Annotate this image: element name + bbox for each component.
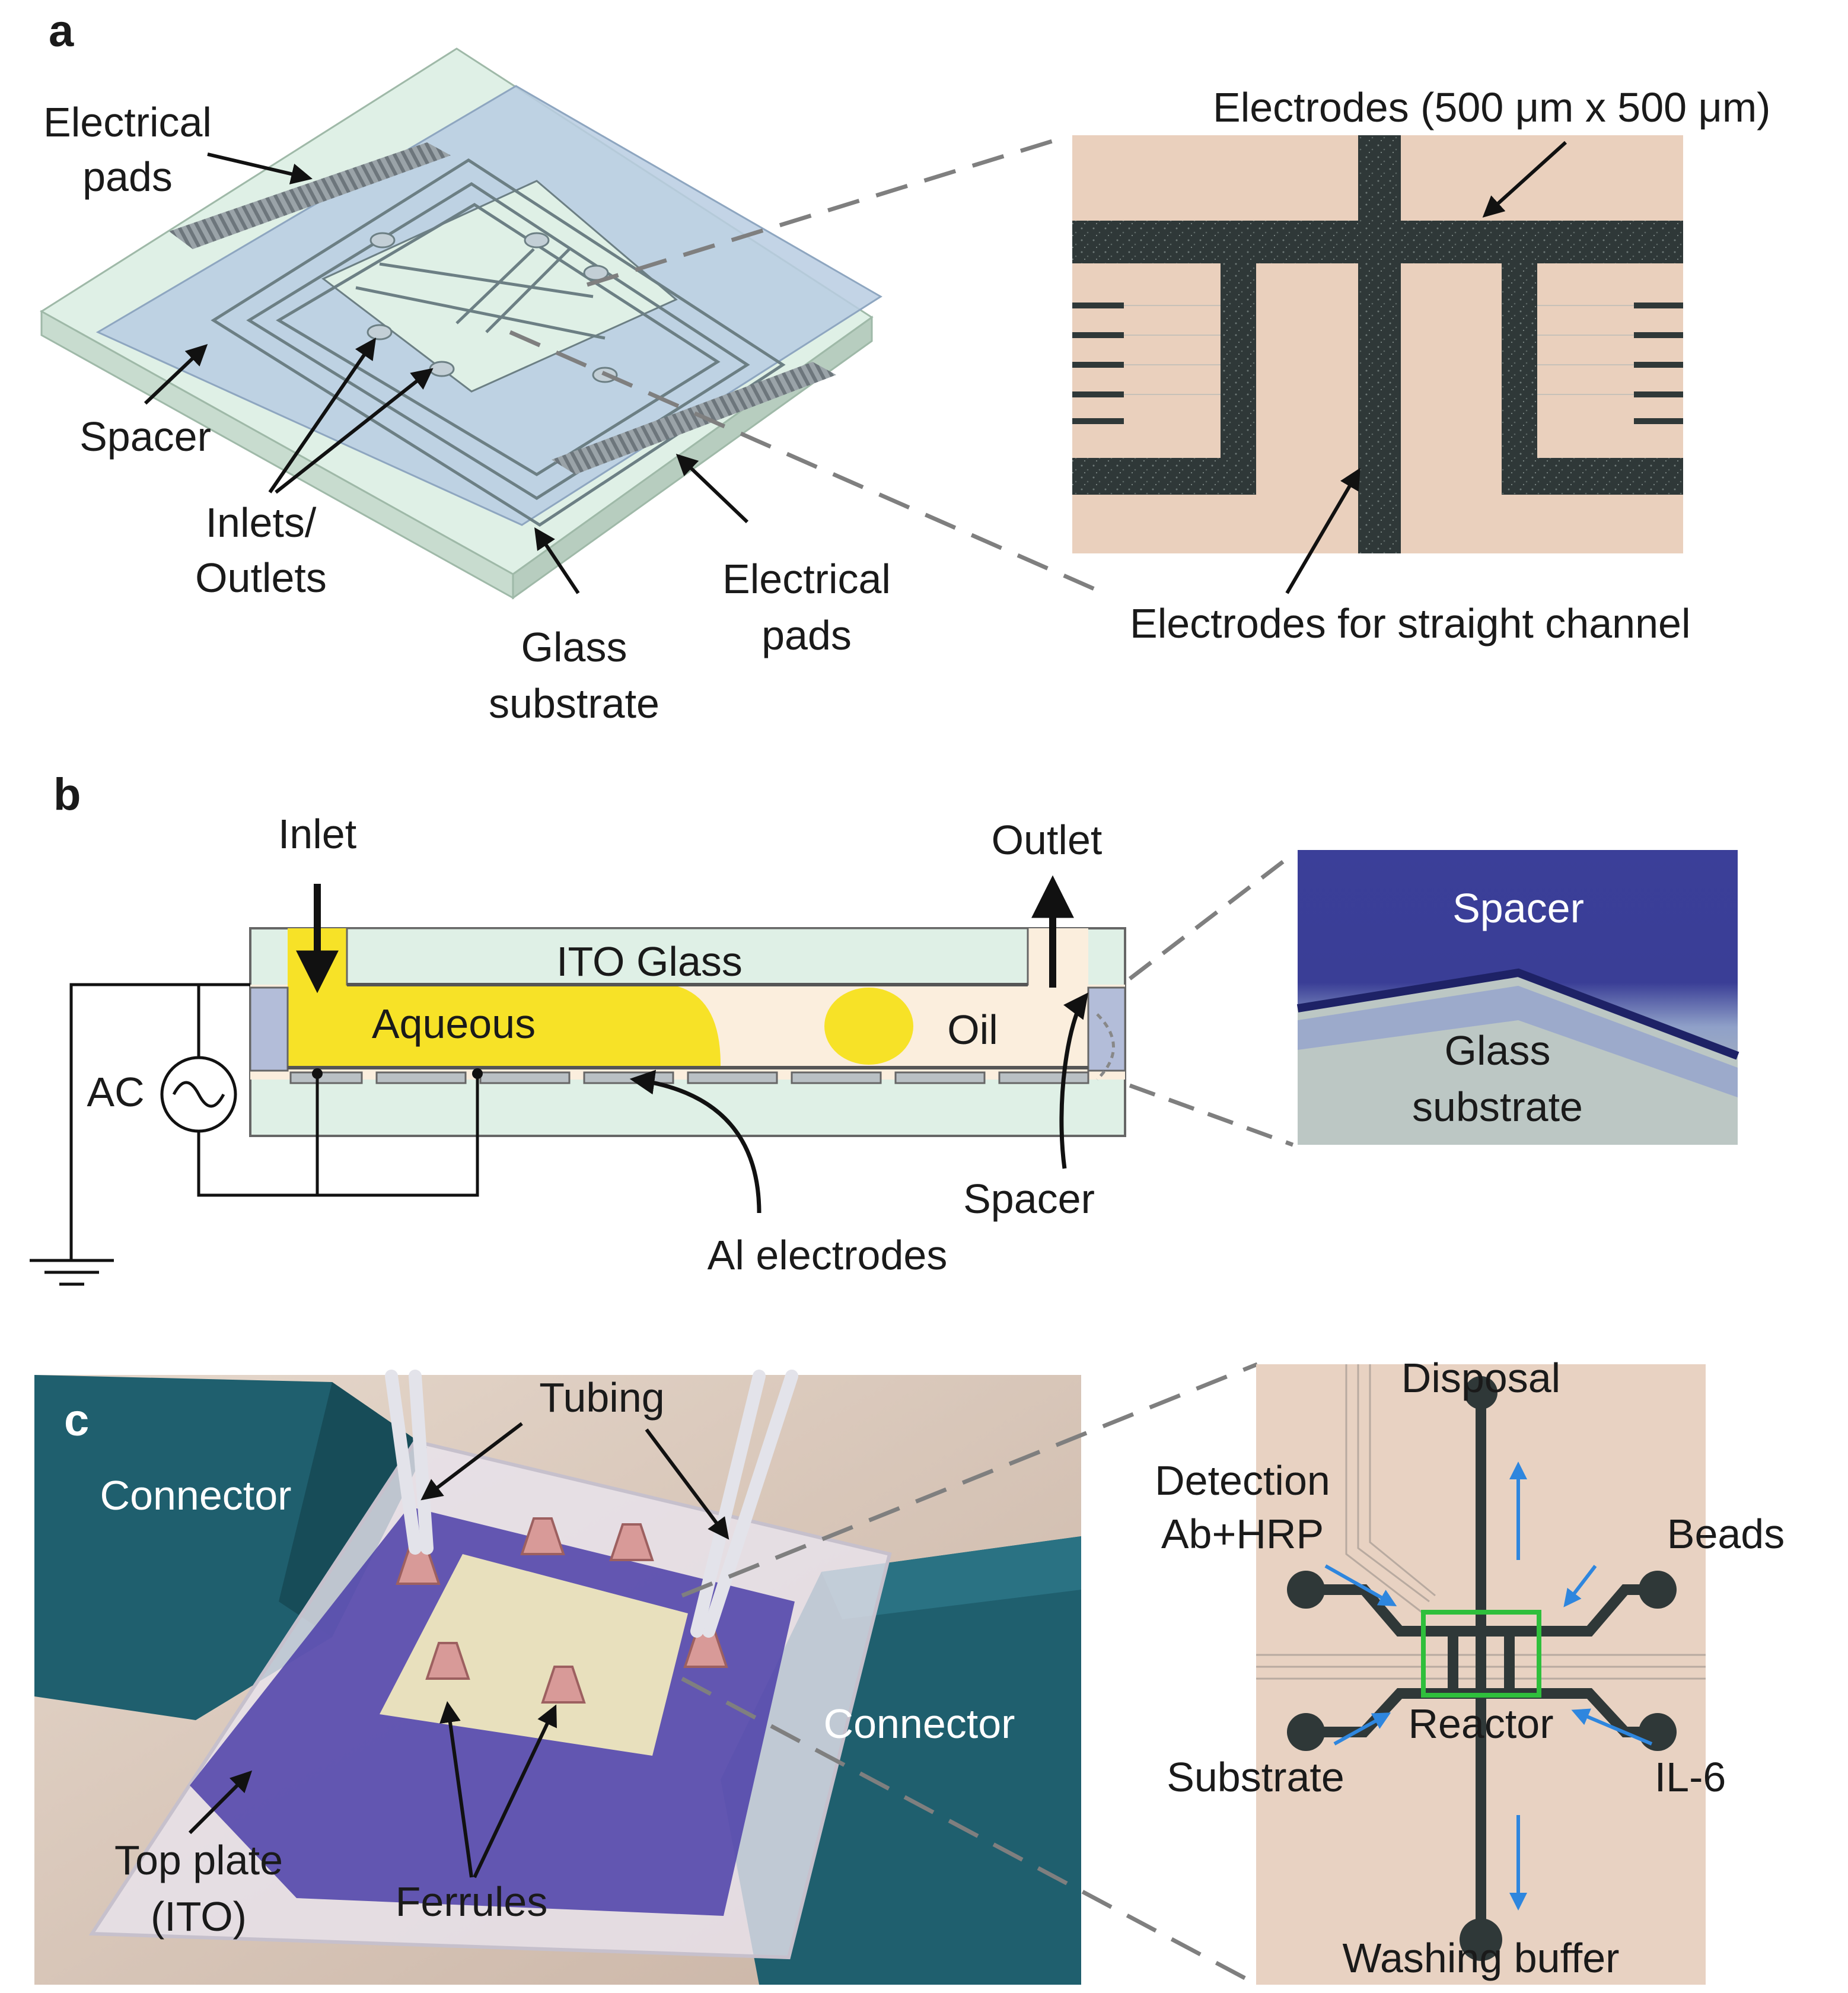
arrow-ferrules-left bbox=[439, 1701, 473, 1878]
arrow-electrodes-size bbox=[1482, 141, 1567, 218]
zoom-line-a-top bbox=[586, 134, 1069, 287]
inset-label-substrate: Substrate bbox=[1167, 1754, 1344, 1800]
label-electrical-pads-left-1: Electrical bbox=[43, 99, 212, 145]
label-inlets-outlets-2: Outlets bbox=[195, 555, 327, 601]
panel-c-letter: c bbox=[64, 1395, 89, 1446]
zoom-line-c-top bbox=[681, 1362, 1258, 1598]
arrow-pads-left bbox=[207, 152, 313, 184]
electrode-micrograph-a bbox=[1072, 135, 1683, 553]
droplet bbox=[824, 988, 913, 1065]
spacer-right bbox=[1087, 986, 1126, 1072]
zoom-line-c-bottom bbox=[681, 1676, 1258, 1987]
inset-label-disposal: Disposal bbox=[1401, 1355, 1560, 1401]
outlet-port bbox=[1028, 928, 1088, 985]
label-spacer-b: Spacer bbox=[963, 1176, 1095, 1222]
label-aqueous: Aqueous bbox=[372, 1001, 536, 1047]
ferrules bbox=[396, 1517, 728, 1704]
zoom-line-b-top bbox=[1128, 852, 1295, 980]
aqueous-region bbox=[288, 985, 721, 1068]
flow-arrows bbox=[1324, 1462, 1653, 1911]
inset-label-washing: Washing buffer bbox=[1343, 1935, 1620, 1981]
ac-circuit bbox=[30, 983, 479, 1286]
panel-b-letter: b bbox=[53, 769, 81, 820]
arrow-spacer-a bbox=[144, 344, 208, 405]
label-inlet: Inlet bbox=[278, 811, 356, 857]
inset-label-glass-2: substrate bbox=[1412, 1084, 1583, 1130]
arrow-tubing-left bbox=[420, 1422, 523, 1501]
arrow-inlet-1 bbox=[268, 338, 377, 494]
arrow-glass-substrate bbox=[534, 527, 580, 594]
panel-a: a bbox=[40, 6, 1770, 727]
arrow-ferrules-right bbox=[473, 1704, 557, 1879]
spacer-left bbox=[249, 986, 289, 1072]
arrow-electrodes-straight bbox=[1285, 467, 1360, 594]
label-top-plate-1: Top plate bbox=[114, 1837, 283, 1883]
inset-label-detection-1: Detection bbox=[1155, 1457, 1330, 1504]
inset-label-spacer: Spacer bbox=[1452, 885, 1584, 931]
label-electrodes-straight: Electrodes for straight channel bbox=[1130, 600, 1691, 647]
panel-c: c Tubing Connector Connector Top plate (… bbox=[34, 1355, 1785, 1987]
label-spacer-a: Spacer bbox=[79, 413, 211, 460]
label-electrical-pads-right-1: Electrical bbox=[722, 556, 891, 602]
electrical-pads-left bbox=[169, 142, 451, 249]
electrical-pads-right bbox=[552, 362, 836, 475]
inset-label-glass-1: Glass bbox=[1445, 1027, 1551, 1074]
spacer-glass-micrograph bbox=[1296, 850, 1739, 1145]
panel-a-letter: a bbox=[49, 6, 74, 56]
label-connector-right: Connector bbox=[824, 1701, 1015, 1747]
label-al-electrodes: Al electrodes bbox=[708, 1232, 948, 1278]
arrow-inlet-2 bbox=[275, 368, 434, 494]
label-ito-glass: ITO Glass bbox=[556, 938, 743, 985]
label-connector-left: Connector bbox=[100, 1472, 292, 1518]
label-tubing: Tubing bbox=[539, 1374, 664, 1421]
arrow-top-plate bbox=[188, 1770, 253, 1835]
electrode-traces bbox=[211, 158, 786, 527]
zoom-line-a-bottom bbox=[509, 330, 1098, 593]
label-electrodes-size: Electrodes (500 μm x 500 μm) bbox=[1213, 84, 1770, 130]
inset-label-reactor: Reactor bbox=[1408, 1701, 1553, 1747]
inset-label-beads: Beads bbox=[1667, 1511, 1785, 1557]
arrow-pads-right bbox=[676, 454, 749, 524]
central-chamber bbox=[321, 180, 678, 393]
chip-micrograph-c bbox=[1256, 1364, 1706, 1985]
arrow-spacer-b bbox=[1059, 992, 1089, 1169]
inlet-outlet-ports bbox=[367, 232, 618, 383]
arrow-tubing-right bbox=[645, 1428, 729, 1540]
label-glass-substrate-1: Glass bbox=[521, 624, 627, 670]
label-outlet: Outlet bbox=[992, 817, 1103, 863]
tubing bbox=[385, 1370, 798, 1638]
label-glass-substrate-2: substrate bbox=[489, 680, 659, 727]
inset-label-il6: IL-6 bbox=[1655, 1754, 1726, 1800]
al-electrodes bbox=[289, 1071, 1089, 1084]
ito-glass-plate bbox=[346, 927, 1029, 986]
label-electrical-pads-right-2: pads bbox=[761, 612, 852, 658]
label-oil: Oil bbox=[947, 1007, 998, 1053]
reactor-box bbox=[1421, 1610, 1541, 1698]
inset-label-detection-2: Ab+HRP bbox=[1161, 1511, 1324, 1557]
label-ferrules: Ferrules bbox=[396, 1879, 548, 1925]
panel-b: b bbox=[30, 769, 1739, 1286]
label-inlets-outlets-1: Inlets/ bbox=[206, 499, 317, 546]
zoom-line-b-bottom bbox=[1129, 1083, 1294, 1147]
label-electrical-pads-left-2: pads bbox=[82, 154, 173, 200]
arrow-al-electrodes bbox=[629, 1069, 761, 1214]
label-ac: AC bbox=[87, 1069, 144, 1115]
label-top-plate-2: (ITO) bbox=[151, 1893, 247, 1940]
